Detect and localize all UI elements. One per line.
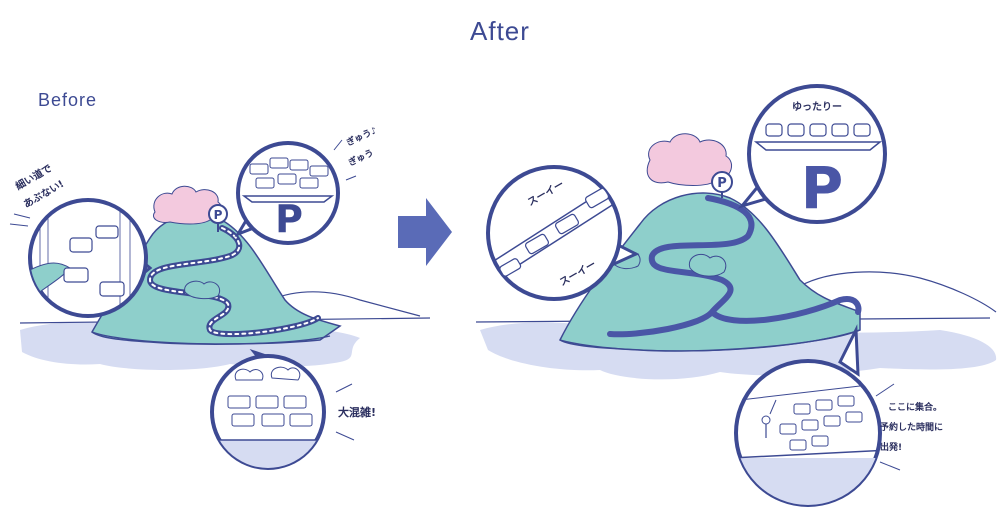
- before-parking-sign-label: P: [214, 208, 223, 222]
- after-parking-sign-label: P: [717, 176, 727, 191]
- before-blossom: [153, 185, 223, 225]
- before-scene: P 細い道で あぶない!: [9, 124, 431, 470]
- after-scene: P スーイー スーイー ゆったりー: [475, 84, 997, 507]
- bubble-meetup-line1: ここに集合。: [888, 401, 942, 413]
- bubble-parking-jam: P: [234, 141, 340, 245]
- bubble-smooth-driving: スーイー スーイー: [486, 165, 640, 301]
- bubble-parking-sfx-line1: ぎゅう♪: [344, 124, 379, 149]
- after-blossom: [646, 133, 733, 186]
- before-parking-sign: [208, 204, 228, 224]
- right-arrow-icon: [398, 198, 452, 266]
- bubble-meetup-line2: 予約した時間に: [880, 421, 943, 433]
- after-road: [607, 195, 862, 338]
- bubble-parking-text: ゆったりー: [792, 101, 842, 113]
- bubble-parking-jam-sign: P: [275, 197, 303, 241]
- after-parking-sign: [711, 171, 733, 193]
- bubble-parking-sign: P: [801, 154, 844, 222]
- bubble-congestion: [210, 348, 326, 470]
- after-title: After: [470, 16, 530, 46]
- before-mountain: [91, 213, 342, 345]
- bubble-meetup: [734, 324, 882, 507]
- bubble-spacious-parking: ゆったりー P: [737, 84, 887, 224]
- bubble-parking-sfx-line2: ぎゅう: [346, 147, 375, 169]
- bubble-narrow-road: [28, 198, 153, 318]
- bubble-congestion-text: 大混雑!: [338, 405, 376, 419]
- bubble-meetup-line3: 出発!: [880, 441, 902, 453]
- before-title: Before: [38, 90, 98, 110]
